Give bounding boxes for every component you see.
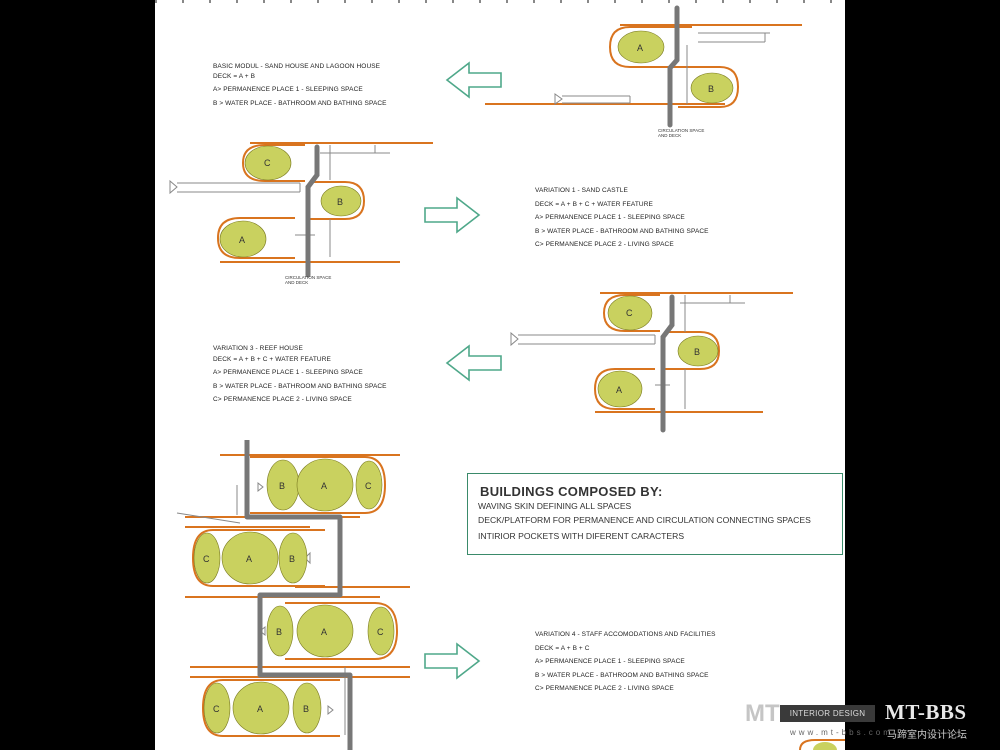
svg-text:A: A bbox=[637, 43, 643, 53]
box-heading: BUILDINGS COMPOSED BY: bbox=[480, 484, 663, 499]
svg-text:A: A bbox=[321, 627, 327, 637]
caption-title: VARIATION 1 - SAND CASTLE bbox=[535, 187, 628, 194]
pocket-c: C bbox=[607, 295, 653, 331]
watermark-logo: INTERIOR DESIGN bbox=[780, 705, 875, 722]
caption-title: VARIATION 4 - STAFF ACCOMODATIONS AND FA… bbox=[535, 631, 716, 638]
caption-line: B > WATER PLACE - BATHROOM AND BATHING S… bbox=[535, 227, 709, 235]
svg-text:A: A bbox=[246, 554, 252, 564]
pocket-a: A bbox=[219, 220, 267, 258]
svg-text:B: B bbox=[708, 84, 714, 94]
svg-text:B: B bbox=[276, 627, 282, 637]
watermark-mt: MT bbox=[745, 700, 780, 727]
box-line: INTIRIOR POCKETS WITH DIFERENT CARACTERS bbox=[478, 531, 685, 541]
svg-text:A: A bbox=[257, 704, 263, 714]
pocket-a: A bbox=[597, 370, 643, 408]
caption-line: A> PERMANENCE PLACE 1 - SLEEPING SPACE bbox=[535, 214, 685, 221]
watermark-subtitle: 马蹄室内设计论坛 bbox=[887, 730, 967, 741]
caption-variation-4: VARIATION 4 - STAFF ACCOMODATIONS AND FA… bbox=[535, 628, 716, 696]
caption-variation-3: VARIATION 3 - REEF HOUSE DECK = A + B + … bbox=[213, 342, 387, 407]
caption-line: B > WATER PLACE - BATHROOM AND BATHING S… bbox=[213, 382, 387, 390]
svg-text:B: B bbox=[337, 197, 343, 207]
caption-deck: DECK = A + B + C bbox=[535, 644, 590, 652]
watermark-url: www.mt-bbs.com bbox=[790, 728, 893, 737]
buildings-composition-box: BUILDINGS COMPOSED BY: WAVING SKIN DEFIN… bbox=[467, 473, 843, 555]
pocket-group-row-3: B A C bbox=[266, 604, 395, 658]
box-line: WAVING SKIN DEFINING ALL SPACES bbox=[478, 501, 632, 511]
diagram-variation-4: B A C C A B B A C C A B bbox=[176, 440, 410, 750]
caption-line: C> PERMANENCE PLACE 2 - LIVING SPACE bbox=[535, 241, 674, 248]
sheet-top-dashes bbox=[155, 0, 845, 3]
caption-deck: DECK = A + B + C + WATER FEATURE bbox=[213, 355, 331, 363]
watermark-name: MT-BBS bbox=[885, 700, 967, 724]
svg-text:C: C bbox=[365, 481, 372, 491]
caption-deck: DECK = A + B bbox=[213, 72, 256, 80]
caption-line: B > WATER PLACE - BATHROOM AND BATHING S… bbox=[535, 671, 709, 679]
svg-text:A: A bbox=[321, 481, 327, 491]
pocket-group-row-1: B A C bbox=[266, 458, 383, 512]
svg-text:B: B bbox=[289, 554, 295, 564]
svg-text:C: C bbox=[213, 704, 220, 714]
diagram-variation-1: C B A bbox=[169, 142, 433, 278]
caption-title: VARIATION 3 - REEF HOUSE bbox=[213, 345, 303, 352]
arrow-left-icon bbox=[445, 61, 502, 99]
svg-text:B: B bbox=[303, 704, 309, 714]
svg-text:C: C bbox=[377, 627, 384, 637]
diagram-basic-module: A B bbox=[485, 5, 802, 128]
arrow-left-icon bbox=[445, 344, 502, 382]
caption-basic-module: BASIC MODUL - SAND HOUSE AND LAGOON HOUS… bbox=[213, 60, 387, 110]
partial-pocket bbox=[799, 739, 845, 750]
caption-line: A> PERMANENCE PLACE 1 - SLEEPING SPACE bbox=[213, 86, 363, 93]
svg-text:C: C bbox=[203, 554, 210, 564]
arrow-right-icon bbox=[424, 642, 481, 680]
pocket-c: C bbox=[244, 145, 292, 181]
pocket-b: B bbox=[690, 72, 734, 104]
svg-text:A: A bbox=[239, 235, 245, 245]
caption-line: A> PERMANENCE PLACE 1 - SLEEPING SPACE bbox=[535, 658, 685, 665]
caption-variation-1: VARIATION 1 - SAND CASTLE DECK = A + B +… bbox=[535, 184, 709, 252]
caption-line: C> PERMANENCE PLACE 2 - LIVING SPACE bbox=[535, 685, 674, 692]
box-line: DECK/PLATFORM FOR PERMANENCE AND CIRCULA… bbox=[478, 515, 811, 525]
caption-line: B > WATER PLACE - BATHROOM AND BATHING S… bbox=[213, 99, 387, 107]
svg-text:A: A bbox=[616, 385, 622, 395]
diagram-variation-3: C B A bbox=[510, 292, 793, 433]
caption-deck: DECK = A + B + C + WATER FEATURE bbox=[535, 200, 653, 208]
pocket-b: B bbox=[677, 335, 719, 367]
svg-text:C: C bbox=[626, 308, 633, 318]
svg-text:C: C bbox=[264, 158, 271, 168]
caption-title: BASIC MODUL - SAND HOUSE AND LAGOON HOUS… bbox=[213, 63, 381, 70]
pocket-b: B bbox=[320, 185, 362, 217]
arrow-right-icon bbox=[424, 196, 481, 234]
caption-line: A> PERMANENCE PLACE 1 - SLEEPING SPACE bbox=[213, 369, 363, 376]
pocket-a: A bbox=[617, 30, 665, 64]
pocket-group-row-4: C A B bbox=[203, 681, 322, 735]
svg-text:B: B bbox=[279, 481, 285, 491]
svg-text:B: B bbox=[694, 347, 700, 357]
caption-line: C> PERMANENCE PLACE 2 - LIVING SPACE bbox=[213, 396, 352, 403]
pocket-group-row-2: C A B bbox=[193, 531, 308, 585]
